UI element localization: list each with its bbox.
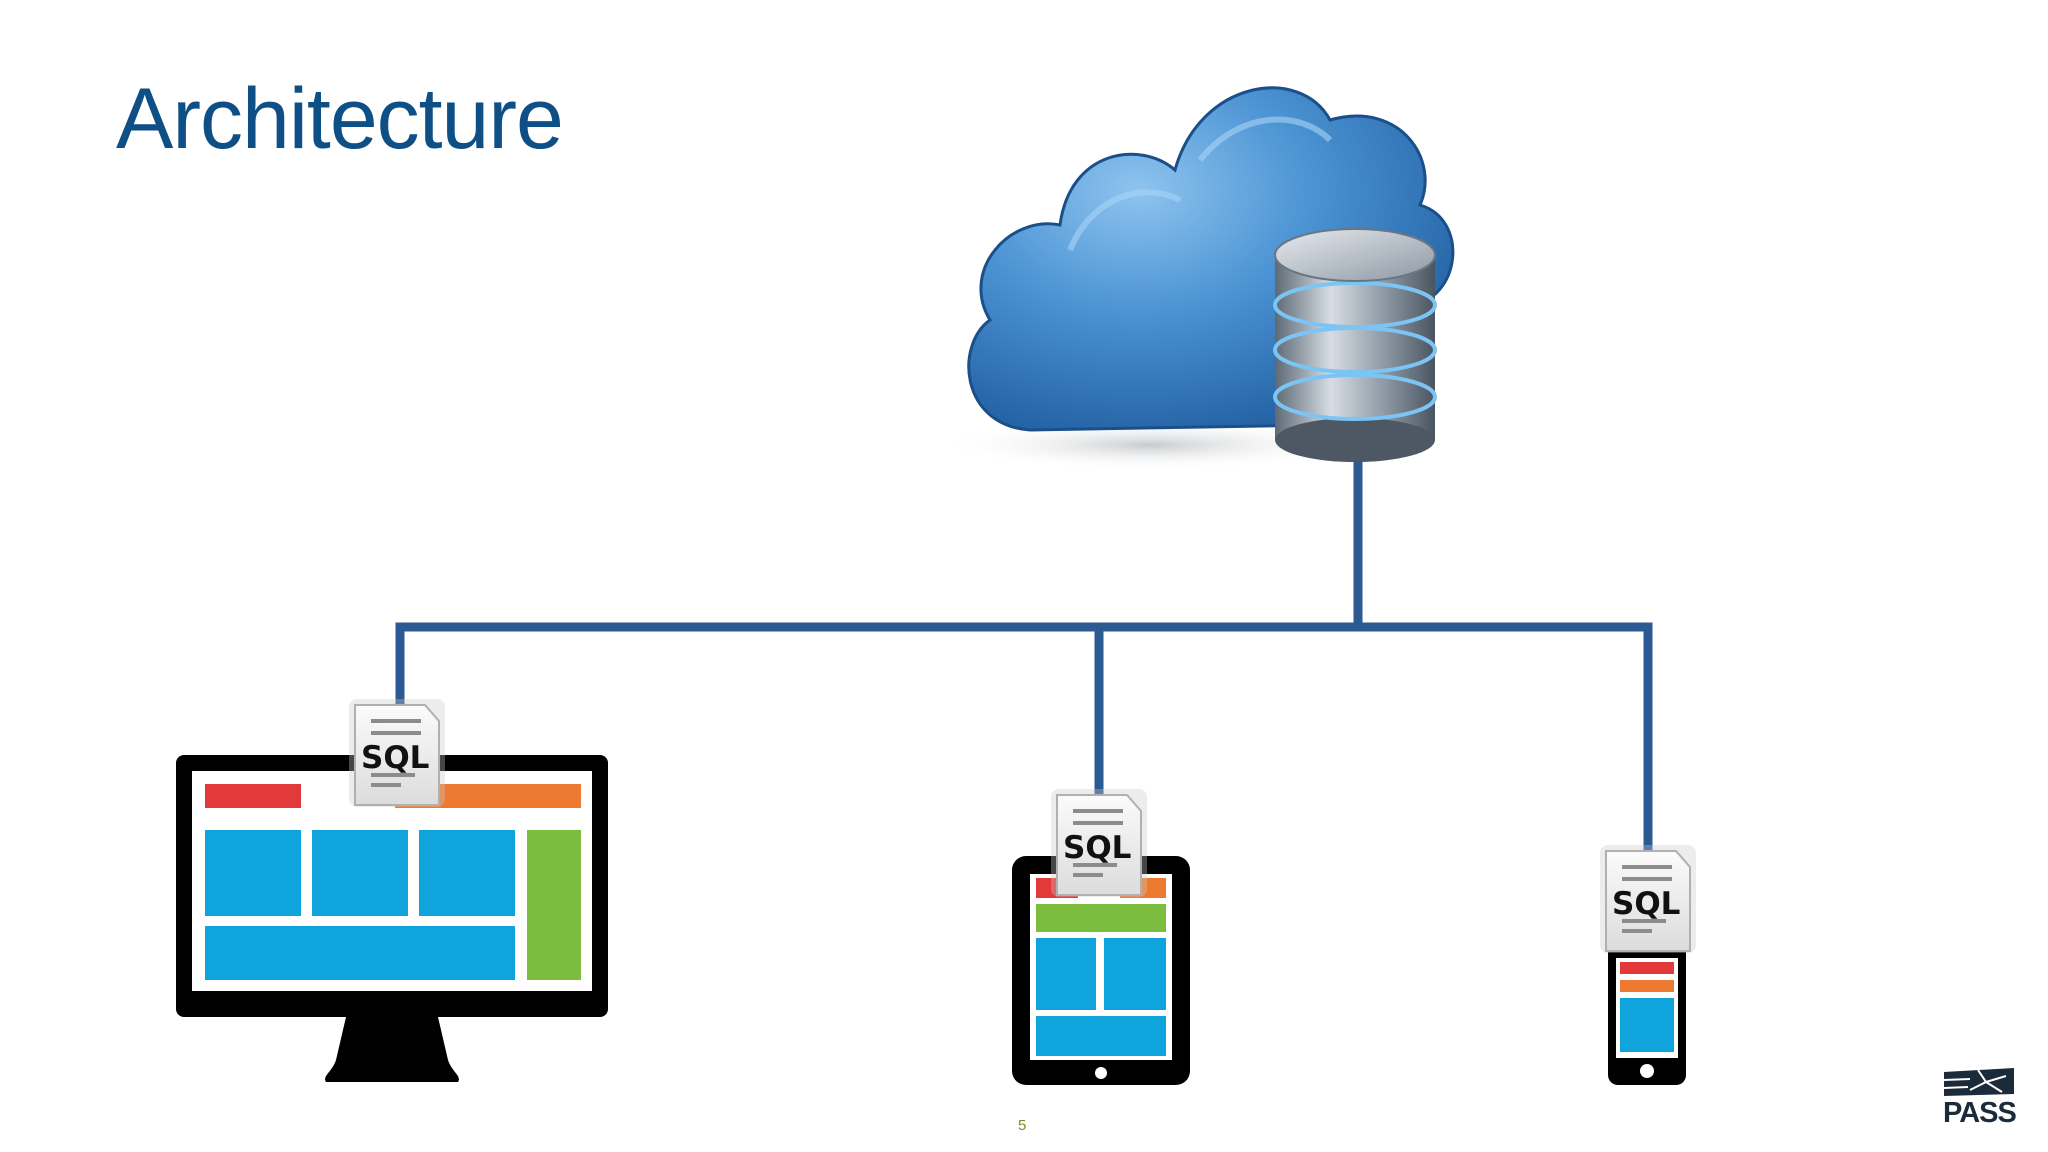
smartphone-icon bbox=[1608, 935, 1686, 1085]
sql-badge-label: SQL bbox=[361, 740, 429, 776]
cloud-database-icon bbox=[940, 86, 1455, 470]
pass-logo-icon bbox=[1943, 1068, 2014, 1096]
pass-logo-text: PASS bbox=[1943, 1097, 2017, 1129]
page-number: 5 bbox=[1018, 1117, 1027, 1134]
slide-title: Architecture bbox=[116, 71, 564, 167]
sql-badge-tablet: SQL bbox=[1051, 789, 1147, 897]
sql-badge-label: SQL bbox=[1612, 886, 1680, 922]
tablet-icon bbox=[1012, 856, 1190, 1085]
sql-badge-phone: SQL bbox=[1600, 845, 1696, 953]
sql-badge-desktop: SQL bbox=[349, 699, 445, 807]
sql-badge-label: SQL bbox=[1063, 830, 1131, 866]
network-connectors bbox=[395, 461, 1653, 860]
desktop-monitor-icon bbox=[176, 755, 608, 1082]
